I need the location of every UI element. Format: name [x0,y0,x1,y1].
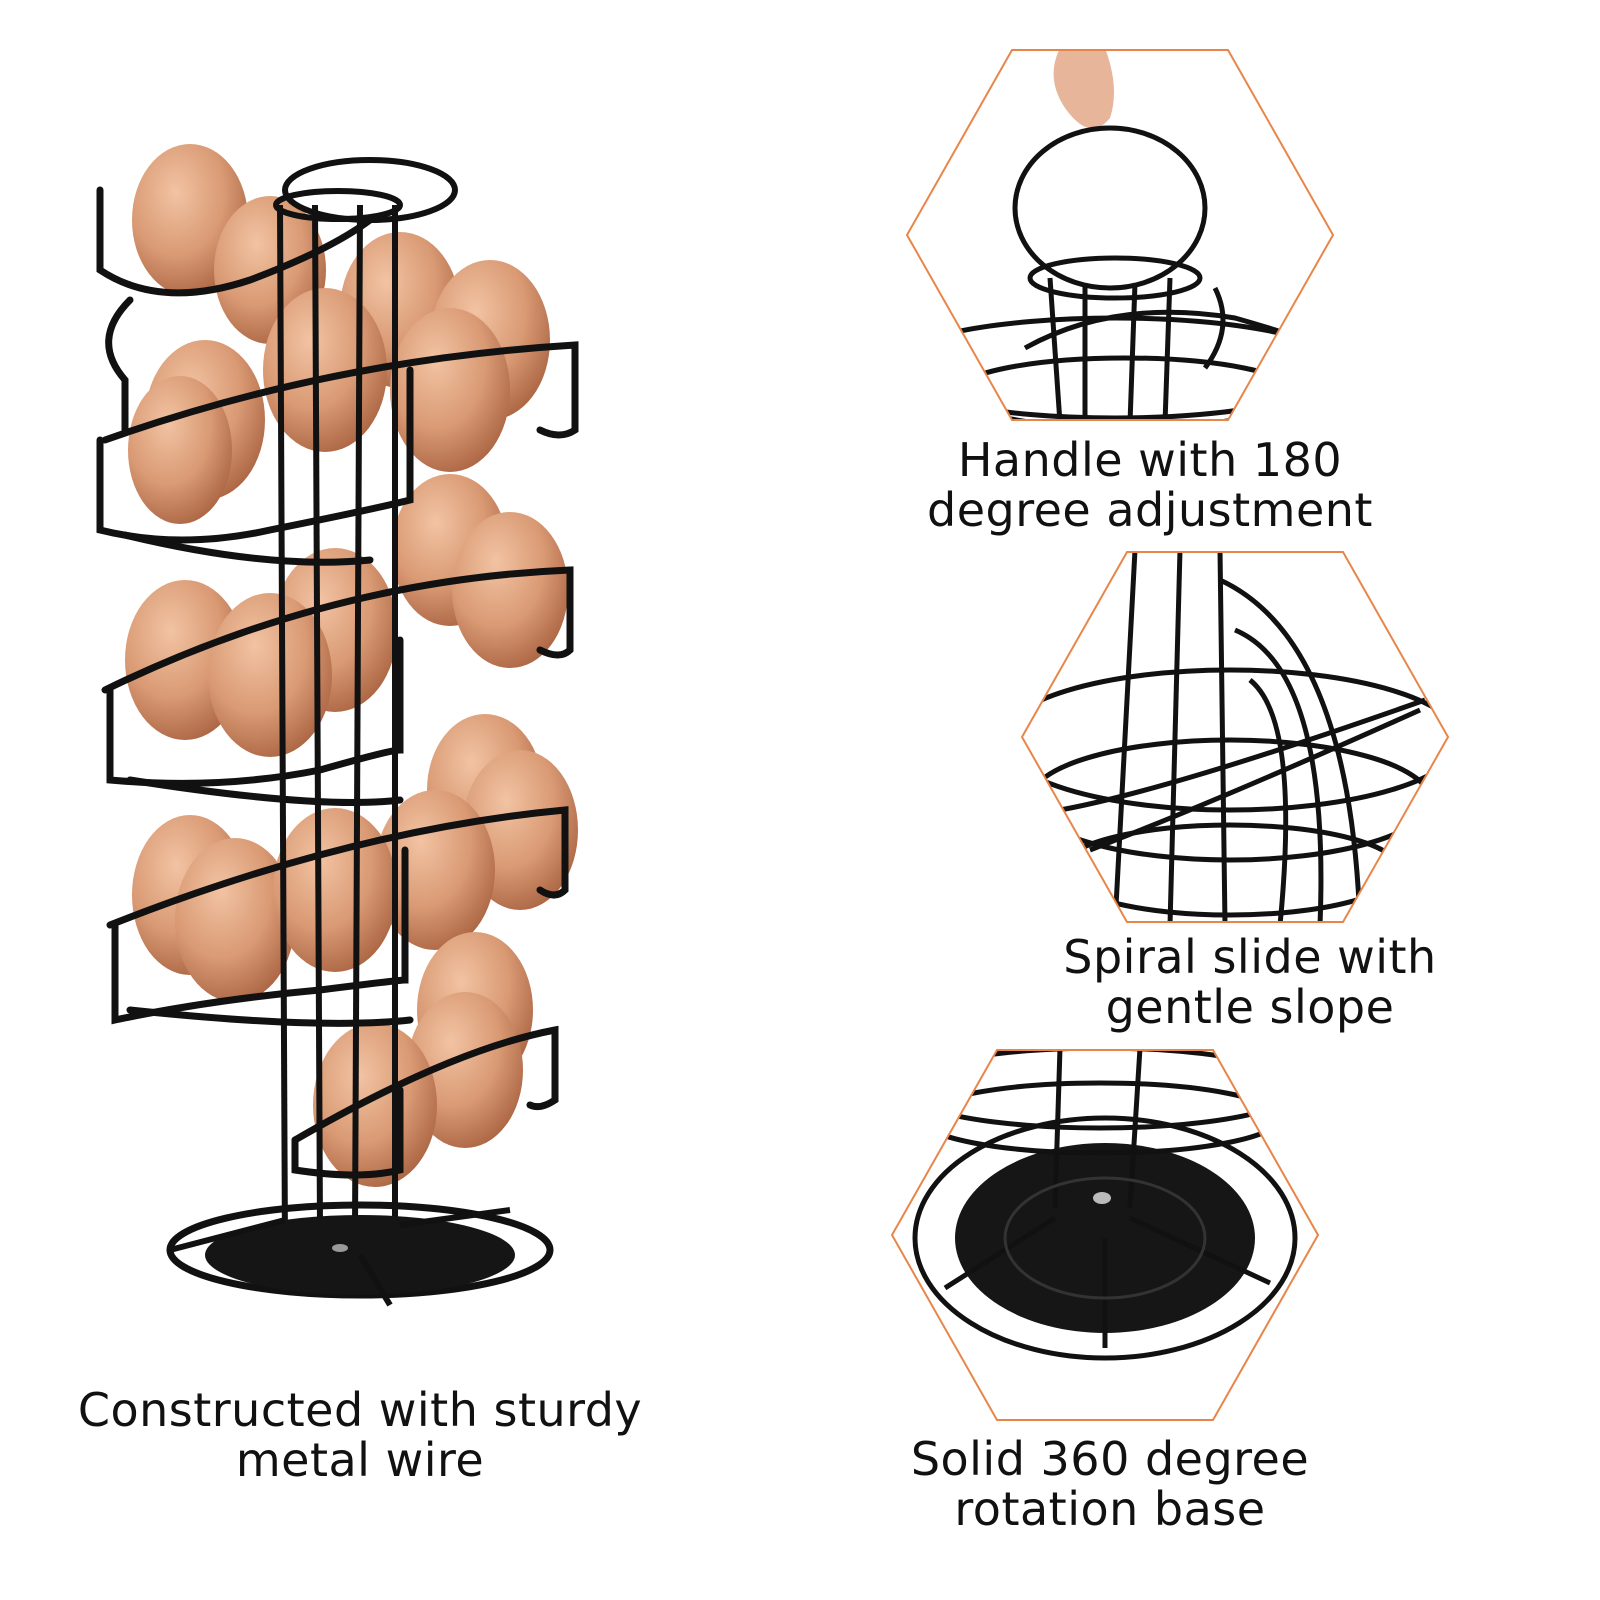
base-icon [892,1050,1318,1420]
feature-caption-line1: Spiral slide with [1063,930,1437,984]
feature-caption-spiral: Spiral slide with gentle slope [1000,932,1500,1032]
feature-caption-line2: rotation base [954,1482,1266,1536]
feature-caption-line1: Handle with 180 [957,433,1343,487]
feature-caption-handle: Handle with 180 degree adjustment [880,435,1420,535]
spiral-icon [1022,552,1448,922]
feature-caption-base: Solid 360 degree rotation base [880,1434,1340,1534]
egg-rack-photo [96,144,579,1307]
feature-caption-line2: degree adjustment [927,483,1373,537]
center-posts [273,157,458,1251]
feature-caption-line2: gentle slope [1105,980,1395,1034]
eggs [125,144,578,1187]
rotating-base [166,1201,554,1307]
handle-detail-hexagon [905,48,1335,423]
spiral-wire [96,186,579,1179]
spiral-detail-hexagon [1020,550,1450,925]
main-caption-line2: metal wire [235,1433,485,1487]
base-detail-hexagon [890,1048,1320,1423]
handle-icon [907,50,1333,420]
feature-caption-line1: Solid 360 degree [910,1432,1310,1486]
main-caption-line1: Constructed with sturdy [77,1383,643,1437]
main-caption: Constructed with sturdy metal wire [40,1385,680,1485]
